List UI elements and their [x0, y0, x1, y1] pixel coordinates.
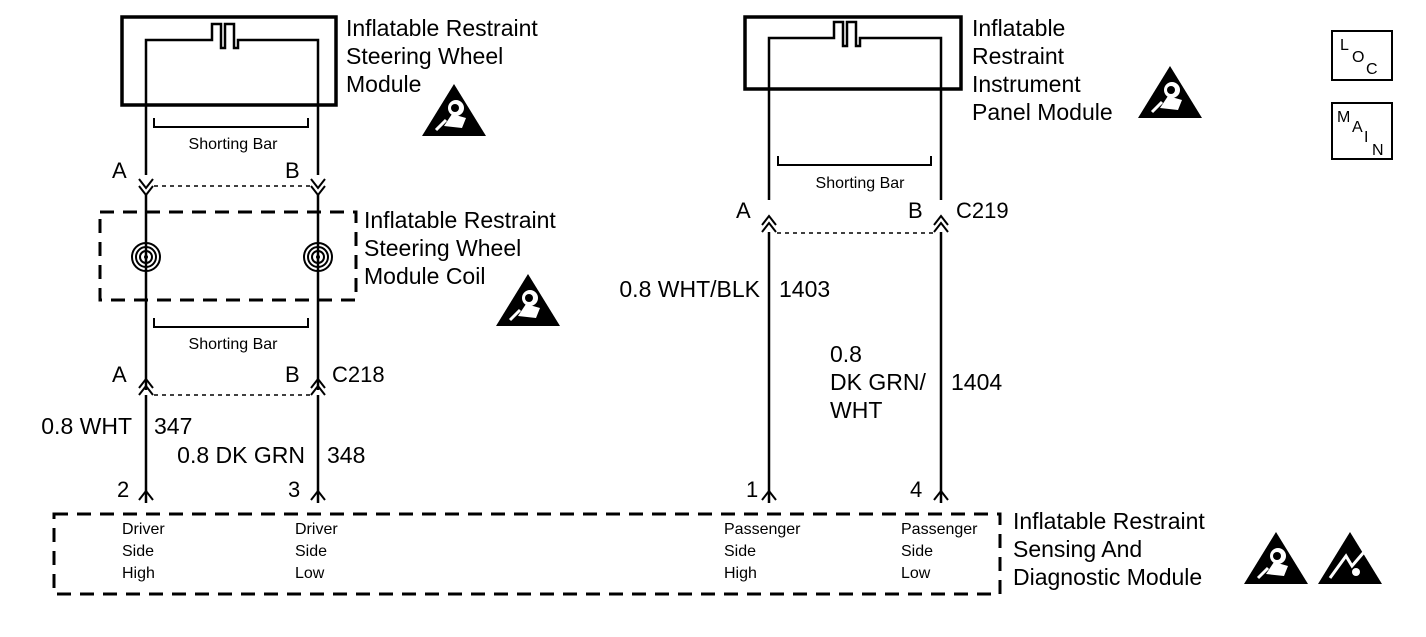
- sdm-arrow-1: [761, 489, 777, 501]
- sdm-arrow-4: [933, 489, 949, 501]
- connector-arrow-a3: [761, 214, 777, 233]
- connector-c219: C219: [956, 198, 1009, 223]
- connector-arrow-a2: [138, 377, 154, 396]
- sdm-pin-passenger-low: Passenger Side Low: [901, 521, 982, 582]
- connector-arrow-a1: [138, 178, 154, 197]
- sdm-pin-driver-high: Driver Side High: [122, 521, 169, 582]
- wire-1403-color: 0.8 WHT/BLK: [619, 276, 760, 302]
- wire-347-color: 0.8 WHT: [41, 413, 132, 439]
- pin-a-c219: A: [736, 198, 751, 223]
- pin-a-upper: A: [112, 158, 127, 183]
- airbag-warning-icon: [1242, 530, 1310, 586]
- svg-text:A: A: [1352, 119, 1363, 136]
- svg-text:N: N: [1372, 142, 1384, 159]
- steering-wheel-module-box: [120, 15, 338, 107]
- coil-box: [98, 210, 358, 302]
- pin-b-upper: B: [285, 158, 300, 183]
- shorting-bar-label: Shorting Bar: [189, 336, 279, 353]
- wire-348-color: 0.8 DK GRN: [177, 442, 305, 468]
- wire-348-num: 348: [327, 442, 365, 468]
- sdm-arrow-3: [310, 489, 326, 501]
- wire-1404-color: 0.8 DK GRN/ WHT: [830, 341, 932, 423]
- svg-text:O: O: [1352, 49, 1364, 66]
- shorting-bar-label: Shorting Bar: [816, 175, 906, 192]
- sdm-box: [52, 512, 1002, 596]
- svg-text:L: L: [1340, 37, 1349, 54]
- loc-icon[interactable]: L O C: [1331, 30, 1393, 81]
- svg-text:C: C: [1366, 61, 1378, 78]
- pin-4: 4: [910, 477, 922, 502]
- sdm-pin-driver-low: Driver Side Low: [295, 521, 342, 582]
- connector-arrow-b2: [310, 377, 326, 396]
- shorting-bar-label: Shorting Bar: [189, 136, 279, 153]
- pin-3: 3: [288, 477, 300, 502]
- pin-b-c219: B: [908, 198, 923, 223]
- pin-a-c218: A: [112, 362, 127, 387]
- coil-spiral-right: [303, 242, 333, 272]
- coil-spiral-left: [131, 242, 161, 272]
- svg-text:I: I: [1364, 129, 1368, 146]
- pin-2: 2: [117, 477, 129, 502]
- esd-warning-icon: [1318, 532, 1382, 584]
- main-icon[interactable]: M A I N: [1331, 102, 1393, 160]
- coil-label: Inflatable Restraint Steering Wheel Modu…: [364, 207, 562, 289]
- ip-module-label: Inflatable Restraint Instrument Panel Mo…: [972, 15, 1113, 125]
- shorting-bar-bracket: [777, 156, 932, 166]
- ip-module-box: [743, 15, 963, 91]
- wire-1404-num: 1404: [951, 369, 1002, 395]
- wire-347-num: 347: [154, 413, 192, 439]
- shorting-bar-bracket: [153, 118, 309, 128]
- airbag-warning-icon: [494, 272, 562, 328]
- steering-wheel-module-internal-wire: [144, 22, 320, 175]
- airbag-warning-icon: [1136, 64, 1204, 120]
- pin-1: 1: [746, 477, 758, 502]
- shorting-bar-bracket: [153, 318, 309, 328]
- sw-module-label: Inflatable Restraint Steering Wheel Modu…: [346, 15, 544, 97]
- svg-text:M: M: [1337, 109, 1350, 126]
- connector-arrow-b3: [933, 214, 949, 233]
- airbag-warning-icon: [420, 82, 488, 138]
- sdm-arrow-2: [138, 489, 154, 501]
- connector-c218: C218: [332, 362, 385, 387]
- sdm-pin-passenger-high: Passenger Side High: [724, 521, 805, 582]
- wire-1403-num: 1403: [779, 276, 830, 302]
- sdm-label: Inflatable Restraint Sensing And Diagnos…: [1013, 508, 1211, 590]
- connector-arrow-b1: [310, 178, 326, 197]
- pin-b-c218: B: [285, 362, 300, 387]
- ip-module-internal-wire: [767, 20, 943, 200]
